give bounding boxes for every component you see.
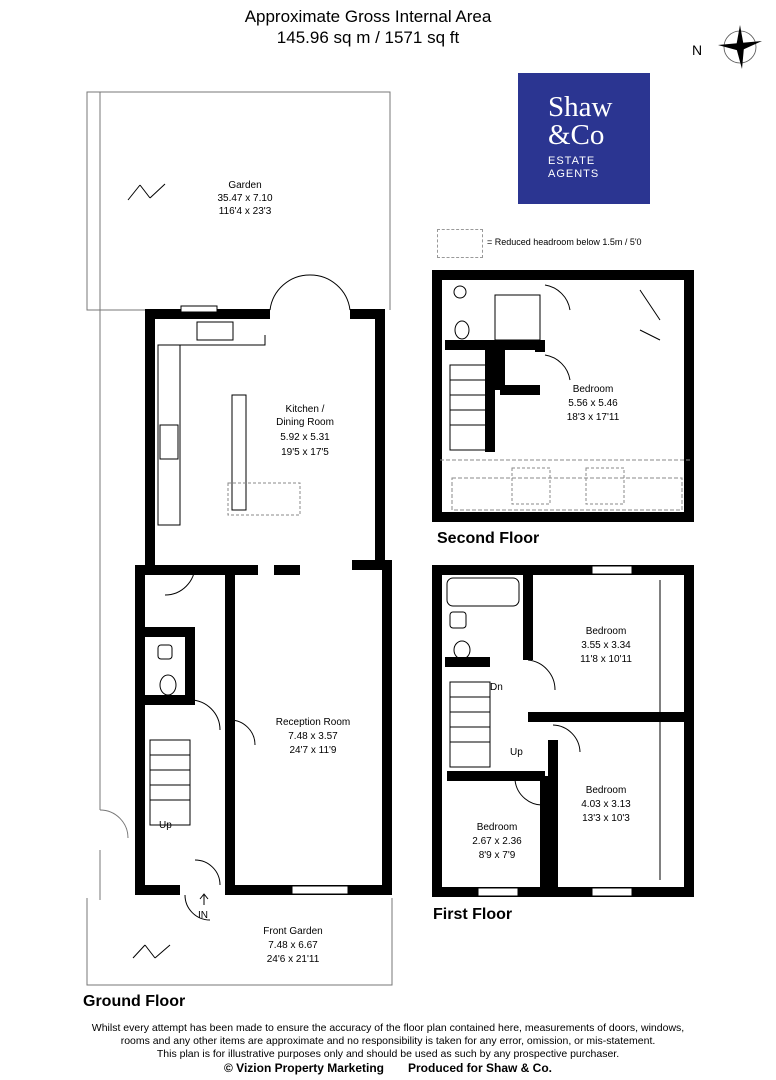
compass-rose-icon: N [692,25,762,69]
svg-text:Bedroom: Bedroom [573,384,614,395]
second-floor-fixtures [440,284,690,511]
room-garden: Garden 35.47 x 7.10 116'4 x 23'3 [217,180,272,217]
produced-for-credit: Produced for Shaw & Co. [407,1061,552,1075]
first-floor-walls [432,565,694,897]
floor-label-first: First Floor [433,906,512,923]
svg-text:8'9 x 7'9: 8'9 x 7'9 [479,850,516,861]
floor-label-ground: Ground Floor [83,993,185,1010]
disclaimer-line: rooms and any other items are approximat… [120,1035,656,1047]
garden-boundary [86,91,393,986]
svg-text:Garden: Garden [228,180,261,191]
logo-text: &Co [548,119,605,151]
ground-floor-walls [135,309,392,895]
room-reception: Reception Room 7.48 x 3.57 24'7 x 11'9 [276,717,350,756]
logo-text: Shaw [548,91,613,123]
svg-text:2.67 x 2.36: 2.67 x 2.36 [472,836,522,847]
stairs-up-label: Up [159,820,172,831]
entrance-label: IN [198,910,208,921]
room-first-bedroom-a: Bedroom 3.55 x 3.34 11'8 x 10'11 [580,626,632,665]
svg-text:7.48 x 6.67: 7.48 x 6.67 [268,940,318,951]
svg-text:11'8 x 10'11: 11'8 x 10'11 [580,654,632,665]
stairs-up-label: Up [510,747,523,758]
disclaimer-line: This plan is for illustrative purposes o… [156,1048,620,1060]
floor-label-second: Second Floor [437,530,539,547]
svg-text:24'7 x 11'9: 24'7 x 11'9 [289,745,336,756]
ground-floor-fixtures [149,274,351,921]
copyright-credit: © Vizion Property Marketing [224,1061,384,1075]
area-title: Approximate Gross Internal Area [244,7,492,26]
second-floor-walls [432,270,694,522]
disclaimer-line: Whilst every attempt has been made to en… [91,1022,685,1034]
svg-text:Kitchen /: Kitchen / [286,404,325,415]
dashed-box-icon [437,229,483,258]
svg-text:Bedroom: Bedroom [586,785,627,796]
svg-text:5.92 x 5.31: 5.92 x 5.31 [280,432,330,443]
room-second-bedroom: Bedroom 5.56 x 5.46 18'3 x 17'11 [567,384,620,423]
first-floor-fixtures [446,565,661,897]
room-kitchen-dining: Kitchen / Dining Room 5.92 x 5.31 19'5 x… [276,404,334,458]
room-first-bedroom-b: Bedroom 4.03 x 3.13 13'3 x 10'3 [581,785,631,824]
svg-text:7.48 x 3.57: 7.48 x 3.57 [288,731,338,742]
gate-icon [127,183,171,959]
north-label: N [692,42,702,58]
room-front-garden: Front Garden 7.48 x 6.67 24'6 x 21'11 [263,926,322,965]
svg-text:Front Garden: Front Garden [263,926,322,937]
disclaimer: Whilst every attempt has been made to en… [0,1022,776,1075]
svg-text:3.55 x 3.34: 3.55 x 3.34 [581,640,631,651]
stairs-down-label: Dn [490,682,503,693]
svg-text:13'3 x 10'3: 13'3 x 10'3 [582,813,630,824]
entrance-arrow-icon [199,893,209,905]
area-header: Approximate Gross Internal Area 145.96 s… [0,6,776,48]
legend-text: = Reduced headroom below 1.5m / 5'0 [487,237,642,247]
svg-text:24'6 x 21'11: 24'6 x 21'11 [267,954,320,965]
svg-text:19'5 x 17'5: 19'5 x 17'5 [281,447,329,458]
svg-text:Bedroom: Bedroom [586,626,627,637]
stairs-down-label: Dn [492,365,505,376]
svg-text:Dining Room: Dining Room [276,417,334,428]
svg-text:Reception Room: Reception Room [276,717,350,728]
svg-text:Bedroom: Bedroom [477,822,518,833]
logo-text: AGENTS [548,168,600,180]
svg-text:116'4 x 23'3: 116'4 x 23'3 [219,206,272,217]
svg-text:5.56 x 5.46: 5.56 x 5.46 [568,398,618,409]
area-value: 145.96 sq m / 1571 sq ft [276,28,460,47]
svg-text:18'3 x 17'11: 18'3 x 17'11 [567,412,620,423]
room-first-bedroom-c: Bedroom 2.67 x 2.36 8'9 x 7'9 [472,822,522,861]
svg-text:4.03 x 3.13: 4.03 x 3.13 [581,799,631,810]
svg-text:35.47 x 7.10: 35.47 x 7.10 [217,193,272,204]
logo-text: ESTATE [548,155,596,167]
